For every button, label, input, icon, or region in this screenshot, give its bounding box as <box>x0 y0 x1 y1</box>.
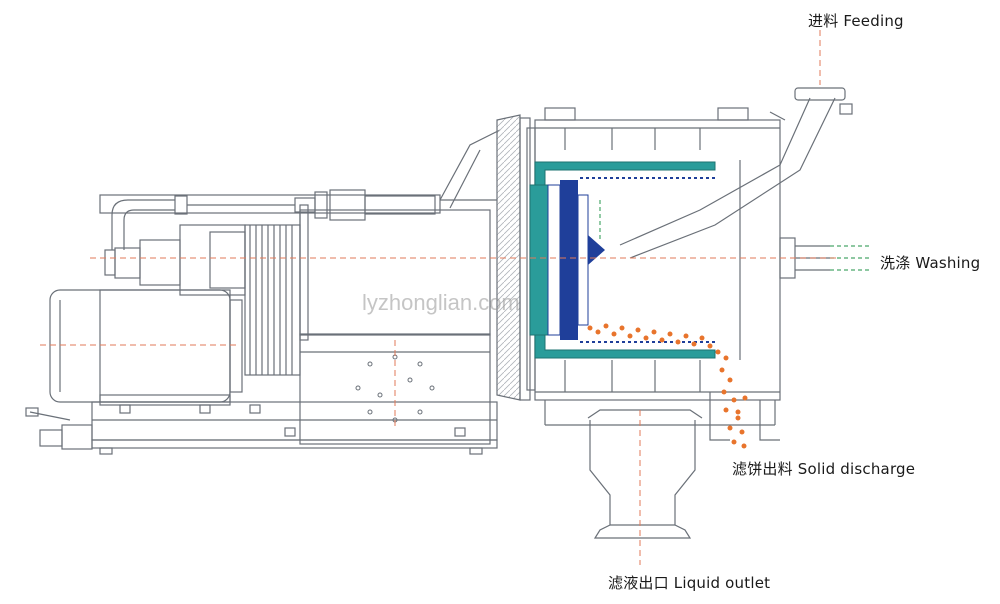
centerlines <box>40 30 840 565</box>
support-truss <box>439 129 501 209</box>
feed-pipe <box>619 87 853 259</box>
solid-cake <box>587 323 748 449</box>
washing-label: 洗涤 Washing <box>880 254 981 272</box>
solid-discharge-chute <box>709 392 780 441</box>
hydraulic-unit <box>104 224 246 296</box>
feeding-label: 进料 Feeding <box>808 12 904 30</box>
electric-motor <box>49 289 243 406</box>
bearing-housing <box>299 204 491 341</box>
front-door-plate <box>496 114 536 401</box>
liquid-outlet-hopper <box>587 409 703 539</box>
solid-discharge-label: 滤饼出料 Solid discharge <box>732 460 916 478</box>
liquid-outlet-label: 滤液出口 Liquid outlet <box>608 574 771 592</box>
hydraulic-piping <box>99 189 441 250</box>
base-frame <box>91 401 498 455</box>
inner-pusher-assembly <box>547 177 715 343</box>
bolt-circle <box>355 354 435 423</box>
watermark: lyzhonglian.com <box>362 290 520 315</box>
rotating-basket <box>529 161 716 359</box>
wash-lines <box>599 200 870 271</box>
drain-valve <box>25 407 93 450</box>
belt-pulley <box>244 224 301 376</box>
